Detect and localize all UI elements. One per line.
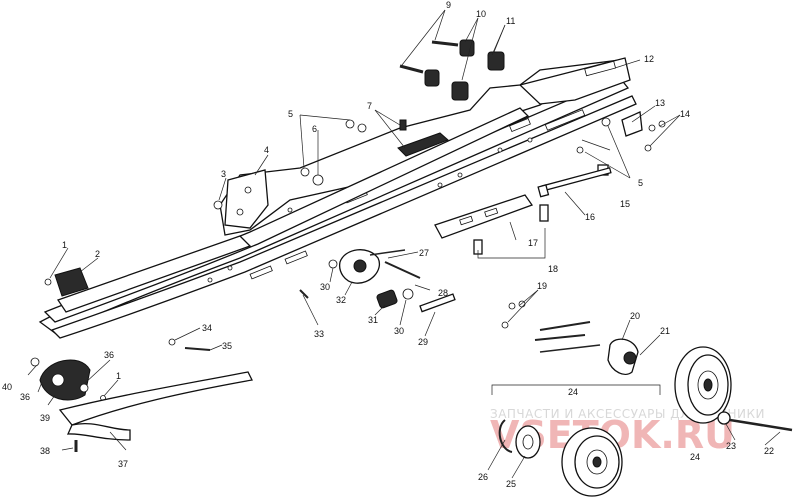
callout-label: 30: [320, 282, 330, 292]
hyfax-slider: [58, 371, 253, 426]
callout-label: 35: [222, 341, 232, 351]
callout-label: 24: [568, 387, 578, 397]
callout-label: 36: [104, 350, 114, 360]
bolt: [539, 204, 549, 222]
callout-label: 33: [314, 329, 324, 339]
bolt: [399, 119, 407, 131]
leader-lines: [27, 9, 781, 479]
callout-label: 12: [644, 54, 654, 64]
callout-label: 17: [528, 238, 538, 248]
callout-label: 5: [638, 178, 643, 188]
nut: [213, 200, 223, 210]
callout-label: 9: [446, 0, 451, 10]
callout-label: 27: [419, 248, 429, 258]
rail-tip: [30, 357, 106, 401]
callout-label: 14: [680, 109, 690, 119]
callout-label: 7: [367, 101, 372, 111]
idler-wheel: [674, 346, 732, 424]
clip: [621, 111, 643, 137]
callout-label: 16: [585, 212, 595, 222]
callout-label: 28: [438, 288, 448, 298]
callout-label: 24: [690, 452, 700, 462]
callout-label: 6: [312, 124, 317, 134]
callout-label: 32: [336, 295, 346, 305]
callout-label: 1: [62, 240, 67, 250]
callout-label: 39: [40, 413, 50, 423]
slider-block: [397, 132, 449, 157]
callout-label: 34: [202, 323, 212, 333]
callout-label: 36: [20, 392, 30, 402]
bumper-block: [451, 81, 469, 101]
callout-label: 13: [655, 98, 665, 108]
callout-label: 1: [116, 371, 121, 381]
callout-label: 26: [478, 472, 488, 482]
idler-bracket: [328, 249, 456, 313]
rail-end-cap: [54, 267, 89, 297]
spacer: [717, 411, 731, 425]
callout-label: 18: [548, 264, 558, 274]
callout-label: 4: [264, 145, 269, 155]
callout-label: 3: [221, 169, 226, 179]
callout-label: 19: [537, 281, 547, 291]
callout-label: 21: [660, 326, 670, 336]
callout-label: 37: [118, 459, 128, 469]
callout-label: 31: [368, 315, 378, 325]
callout-label: 29: [418, 337, 428, 347]
bumper-block: [424, 69, 440, 87]
callout-label: 25: [506, 479, 516, 489]
nut: [345, 119, 355, 129]
nut: [300, 167, 310, 177]
callout-label: 30: [394, 326, 404, 336]
callout-label: 20: [630, 311, 640, 321]
callout-label: 38: [40, 446, 50, 456]
callout-label: 5: [288, 109, 293, 119]
callout-label: 2: [95, 249, 100, 259]
lower-slide-rail: [43, 107, 530, 323]
rear-bracket-plate: [224, 169, 269, 229]
long-bolt: [537, 167, 612, 198]
callout-label: 40: [2, 382, 12, 392]
washer: [312, 174, 324, 186]
axle-bracket: [607, 338, 639, 375]
callout-label: 15: [620, 199, 630, 209]
washer: [357, 123, 367, 133]
bumper-block: [459, 39, 475, 57]
wear-strip: [434, 194, 534, 239]
callout-label: 11: [506, 16, 515, 26]
callout-label: 23: [726, 441, 736, 451]
callout-label: 22: [764, 446, 774, 456]
bumper-block: [487, 51, 505, 71]
callout-labels: 9 10 11 12 13 14 5 7 6 5 4 3 1 2 27 28 3…: [2, 0, 774, 489]
idler-wheel-lower: [561, 427, 623, 497]
callout-label: 10: [476, 9, 486, 19]
